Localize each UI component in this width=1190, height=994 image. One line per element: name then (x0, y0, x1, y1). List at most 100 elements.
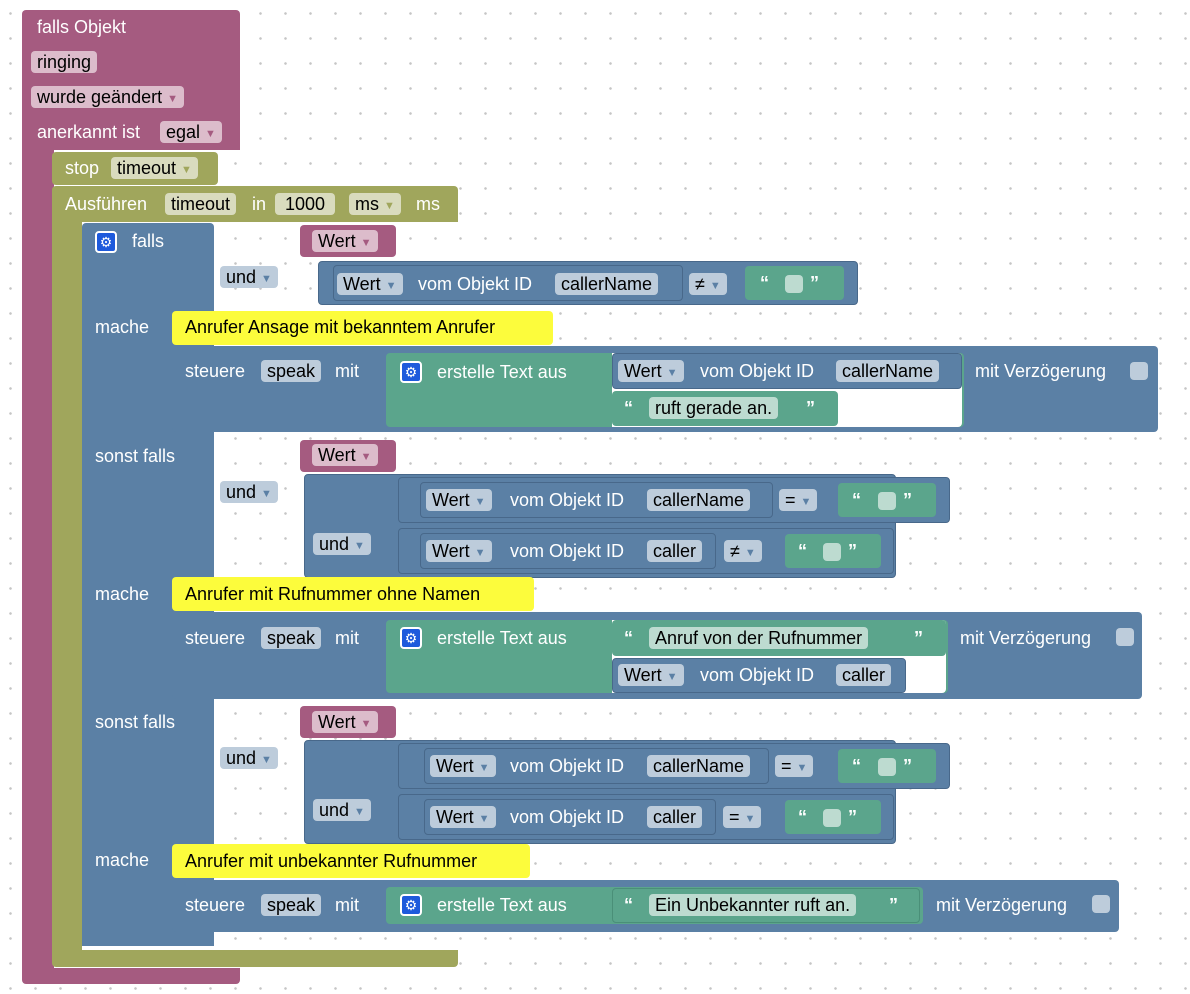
und-dropdown[interactable]: und▼ (220, 747, 278, 769)
comment-block[interactable] (172, 844, 530, 878)
chevron-down-icon: ▼ (709, 280, 721, 292)
quote-open-icon: “ (624, 398, 633, 418)
operator-dropdown[interactable]: ≠▼ (724, 540, 762, 562)
delay-checkbox[interactable] (1116, 628, 1134, 646)
gear-icon[interactable]: ⚙ (95, 231, 117, 253)
vom-objekt-label: vom Objekt ID (510, 541, 625, 561)
create-text-label: erstelle Text aus (437, 628, 567, 648)
stop-timeout-dropdown[interactable]: timeout▼ (111, 157, 198, 179)
gear-icon[interactable]: ⚙ (400, 627, 422, 649)
wert-dropdown[interactable]: Wert▼ (426, 489, 492, 511)
gear-icon[interactable]: ⚙ (400, 361, 422, 383)
und-dropdown[interactable]: und▼ (220, 266, 278, 288)
quote-close-icon: ” (903, 756, 912, 776)
wert-dropdown[interactable]: Wert▼ (312, 711, 378, 733)
run-timer-name[interactable]: timeout (165, 193, 237, 215)
und-dropdown[interactable]: und▼ (313, 533, 371, 555)
object-id-field[interactable]: callerName (555, 273, 659, 295)
und-dropdown[interactable]: und▼ (313, 799, 371, 821)
changed-dropdown[interactable]: wurde geändert▼ (31, 86, 184, 108)
if-falls-label: falls (132, 231, 165, 251)
text-value-field[interactable]: Ein Unbekannter ruft an. (649, 894, 857, 916)
empty-text-field[interactable] (878, 758, 896, 776)
chevron-down-icon: ▼ (360, 237, 372, 249)
quote-close-icon: ” (848, 541, 857, 561)
gear-icon[interactable]: ⚙ (400, 894, 422, 916)
empty-text-field[interactable] (785, 275, 803, 293)
chevron-down-icon: ▼ (474, 496, 486, 508)
delay-label: mit Verzögerung (960, 628, 1092, 648)
wert-dropdown[interactable]: Wert▼ (618, 664, 684, 686)
run-label: Ausführen (65, 194, 148, 214)
run-unit-dropdown[interactable]: ms▼ (349, 193, 401, 215)
object-id-field[interactable]: caller (647, 540, 703, 562)
wert-dropdown[interactable]: Wert▼ (618, 360, 684, 382)
quote-open-icon: “ (624, 628, 633, 648)
chevron-down-icon: ▼ (354, 806, 365, 818)
stop-label: stop (65, 158, 100, 178)
speak-target-field[interactable]: speak (261, 627, 322, 649)
speak-target-field[interactable]: speak (261, 360, 322, 382)
comment-block[interactable] (172, 311, 553, 345)
wert-dropdown[interactable]: Wert▼ (430, 755, 496, 777)
event-block-spine (22, 140, 54, 970)
wert-dropdown[interactable]: Wert▼ (337, 273, 403, 295)
delay-checkbox[interactable] (1130, 362, 1148, 380)
chevron-down-icon: ▼ (744, 813, 756, 825)
object-id-field[interactable]: ringing (31, 51, 98, 73)
delay-checkbox[interactable] (1092, 895, 1110, 913)
wert-dropdown[interactable]: Wert▼ (312, 230, 378, 252)
wert-dropdown[interactable]: Wert▼ (312, 444, 378, 466)
run-delay-input[interactable]: 1000 (275, 193, 335, 215)
wert-dropdown[interactable]: Wert▼ (430, 806, 496, 828)
create-text-label: erstelle Text aus (437, 362, 567, 382)
chevron-down-icon: ▼ (354, 540, 365, 552)
mit-label: mit (335, 628, 359, 648)
chevron-down-icon: ▼ (181, 164, 192, 176)
chevron-down-icon: ▼ (360, 718, 372, 730)
object-id-field[interactable]: callerName (647, 489, 751, 511)
operator-dropdown[interactable]: ≠▼ (689, 273, 727, 295)
chevron-down-icon: ▼ (666, 367, 678, 379)
speak-target-field[interactable]: speak (261, 894, 322, 916)
vom-objekt-label: vom Objekt ID (700, 361, 815, 381)
vom-objekt-label: vom Objekt ID (510, 807, 625, 827)
vom-objekt-label: vom Objekt ID (510, 756, 625, 776)
chevron-down-icon: ▼ (478, 762, 490, 774)
text-value-field[interactable]: ruft gerade an. (649, 397, 779, 419)
chevron-down-icon: ▼ (384, 200, 395, 212)
mache-label: mache (95, 584, 150, 604)
steuere-label: steuere (185, 895, 246, 915)
anerkannt-dropdown[interactable]: egal▼ (160, 121, 222, 143)
object-id-field[interactable]: callerName (836, 360, 940, 382)
chevron-down-icon: ▼ (478, 813, 490, 825)
chevron-down-icon: ▼ (385, 280, 397, 292)
chevron-down-icon: ▼ (205, 128, 216, 140)
comment-text: Anrufer mit Rufnummer ohne Namen (185, 584, 481, 604)
quote-close-icon: ” (914, 628, 923, 648)
object-id-field[interactable]: callerName (647, 755, 751, 777)
quote-close-icon: ” (903, 490, 912, 510)
object-id-field[interactable]: caller (647, 806, 703, 828)
text-value-field[interactable]: Anruf von der Rufnummer (649, 627, 869, 649)
quote-open-icon: “ (798, 807, 807, 827)
empty-text-field[interactable] (823, 543, 841, 561)
wert-dropdown[interactable]: Wert▼ (426, 540, 492, 562)
sonst-falls-label: sonst falls (95, 446, 176, 466)
und-dropdown[interactable]: und▼ (220, 481, 278, 503)
quote-close-icon: ” (848, 807, 857, 827)
empty-text-field[interactable] (823, 809, 841, 827)
event-block-footer (22, 968, 240, 984)
operator-dropdown[interactable]: =▼ (775, 755, 814, 777)
chevron-down-icon: ▼ (744, 547, 756, 559)
quote-close-icon: ” (889, 895, 898, 915)
operator-dropdown[interactable]: =▼ (723, 806, 762, 828)
quote-open-icon: “ (852, 490, 861, 510)
operator-dropdown[interactable]: =▼ (779, 489, 818, 511)
chevron-down-icon: ▼ (261, 754, 272, 766)
object-id-field[interactable]: caller (836, 664, 892, 686)
empty-text-field[interactable] (878, 492, 896, 510)
comment-block[interactable] (172, 577, 534, 611)
quote-open-icon: “ (852, 756, 861, 776)
run-unit-label: ms (416, 194, 440, 214)
